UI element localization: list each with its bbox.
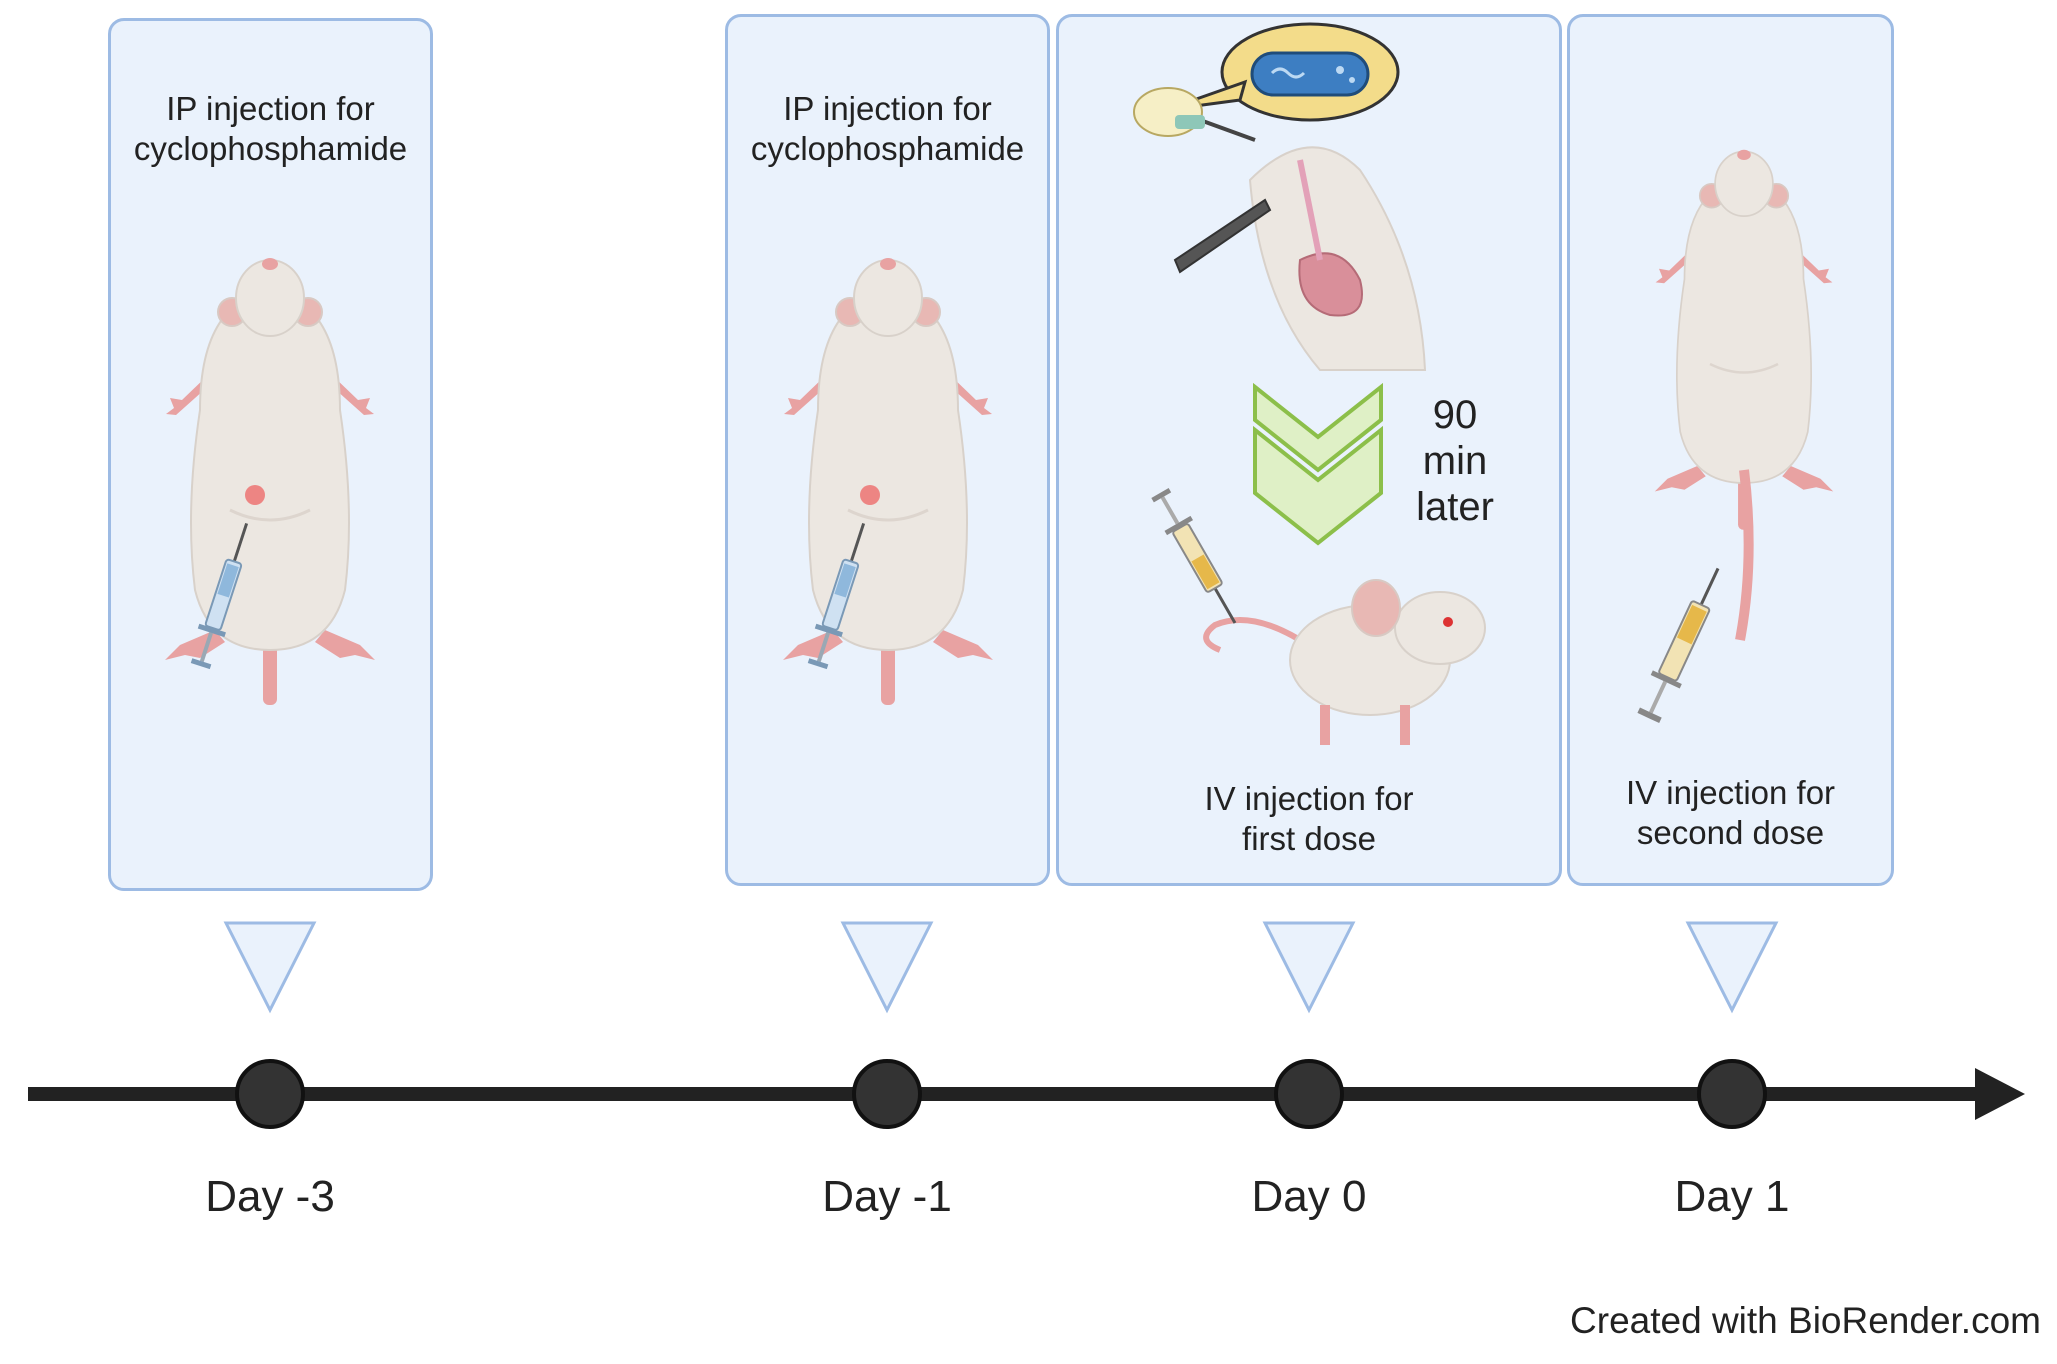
day-label: Day 0 (1251, 1172, 1367, 1221)
bacterium-icon (1164, 22, 1400, 122)
mouse-dissection-icon (1173, 115, 1427, 371)
mouse-supine-icon (163, 256, 377, 707)
syringe-icon (1151, 488, 1237, 624)
day-label: Day -1 (822, 1172, 952, 1221)
timeline-marker (852, 1059, 922, 1129)
step-pointer (1262, 921, 1356, 1014)
mouse-supine-icon (781, 256, 995, 707)
credit-text: Created with BioRender.com (1570, 1300, 2041, 1341)
mouse-side-icon (1203, 579, 1486, 745)
day-label: Day 1 (1674, 1172, 1790, 1221)
chevron-down-icon (1253, 382, 1383, 546)
timeline-marker (1697, 1059, 1767, 1129)
step-caption: IV injection for first dose (1204, 780, 1414, 857)
step-caption: IP injection for cyclophosphamide (750, 90, 1025, 167)
step-panel-day-minus-3: IP injection for cyclophosphamide (108, 18, 433, 891)
step-caption: IV injection for second dose (1625, 774, 1836, 851)
step-pointer (223, 921, 317, 1014)
interval-note: 90 min later (1416, 393, 1494, 529)
timeline-marker (1274, 1059, 1344, 1129)
step-pointer (1685, 921, 1779, 1014)
day-label: Day -3 (205, 1172, 335, 1221)
step-pointer (840, 921, 934, 1014)
syringe-icon (1637, 567, 1720, 724)
step-caption: IP injection for cyclophosphamide (133, 90, 408, 167)
timeline-arrowhead (1975, 1068, 2025, 1120)
timeline-marker (235, 1059, 305, 1129)
